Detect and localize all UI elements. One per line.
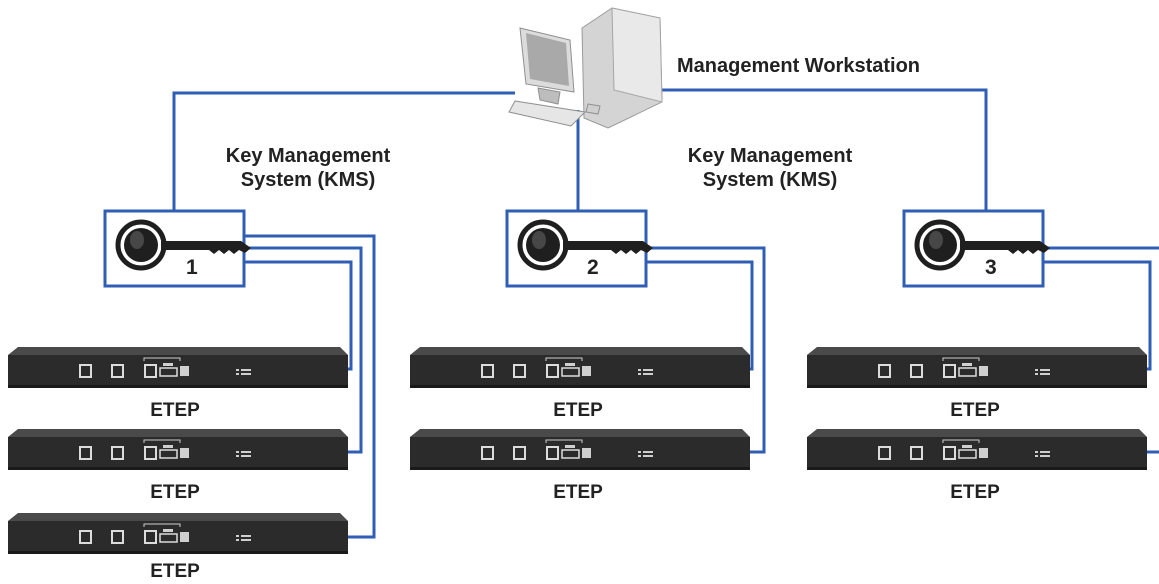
etep-device [7, 346, 349, 389]
etep-label: ETEP [950, 400, 1000, 421]
kms-left-label-line-2: System (KMS) [240, 169, 376, 191]
kms-1-link-etep-2 [244, 246, 363, 454]
kms-left-label-line-1: Key Management [225, 145, 391, 167]
kms-unit-2 [505, 209, 653, 288]
etep-device [806, 346, 1148, 389]
kms-unit-1 [103, 209, 251, 288]
etep-device [7, 428, 349, 471]
kms-left-label: Key Management System (KMS) [198, 144, 418, 192]
kms-right-label: Key Management System (KMS) [660, 144, 880, 192]
workstation-computer-icon [508, 7, 663, 129]
etep-device [806, 428, 1148, 471]
workstation-link-kms-3 [655, 88, 988, 211]
workstation-link-kms-1 [172, 91, 515, 211]
kms-unit-3 [902, 209, 1050, 288]
kms-2-link-etep-2 [645, 246, 766, 454]
etep-label: ETEP [553, 482, 603, 503]
kms-1-link-etep-3 [244, 234, 376, 539]
etep-device [409, 428, 751, 471]
etep-label: ETEP [150, 400, 200, 421]
workstation-label: Management Workstation [677, 55, 920, 77]
etep-label: ETEP [150, 561, 200, 582]
connector-lines [172, 88, 1159, 539]
etep-label: ETEP [150, 482, 200, 503]
kms-right-label-line-2: System (KMS) [702, 169, 838, 191]
etep-device [7, 512, 349, 555]
etep-label: ETEP [553, 400, 603, 421]
kms-right-label-line-1: Key Management [687, 145, 853, 167]
etep-device [409, 346, 751, 389]
kms-number-3: 3 [985, 256, 997, 279]
etep-label: ETEP [950, 482, 1000, 503]
kms-number-2: 2 [587, 256, 599, 279]
kms-number-1: 1 [186, 256, 198, 279]
